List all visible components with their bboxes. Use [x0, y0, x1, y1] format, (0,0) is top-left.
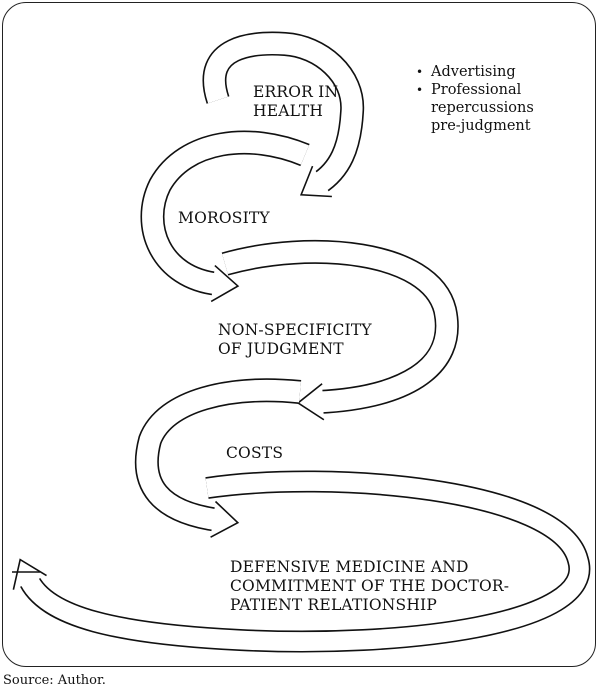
arrow-to-nonspecificity [221, 239, 459, 421]
note-continuation: pre-judgment [431, 118, 531, 134]
diagram-figure: ERROR IN HEALTH MOROSITY NON-SPECIFICITY… [2, 2, 596, 667]
arrow-layer [12, 31, 591, 653]
consequence-notes: •Advertising •Professional repercussions… [413, 63, 534, 135]
note-continuation: repercussions [431, 100, 534, 116]
stage-error-in-health: ERROR IN HEALTH [253, 83, 339, 120]
note-item: •Advertising [416, 64, 516, 80]
arrow-error-loop [202, 31, 365, 198]
stage-costs: COSTS [226, 444, 284, 462]
arrow-to-defensive [12, 470, 591, 653]
figure-frame [2, 2, 596, 667]
stage-morosity: MOROSITY [178, 209, 270, 227]
note-item: •Professional [416, 82, 522, 98]
bullet-icon: • [416, 65, 424, 79]
bullet-icon: • [416, 83, 424, 97]
source-caption: Source: Author. [3, 673, 106, 688]
arrow-to-costs [134, 378, 302, 538]
arrow-to-morosity [140, 130, 310, 303]
stage-non-specificity: NON-SPECIFICITY OF JUDGMENT [218, 321, 372, 358]
stage-defensive-medicine: DEFENSIVE MEDICINE AND COMMITMENT OF THE… [230, 558, 510, 614]
